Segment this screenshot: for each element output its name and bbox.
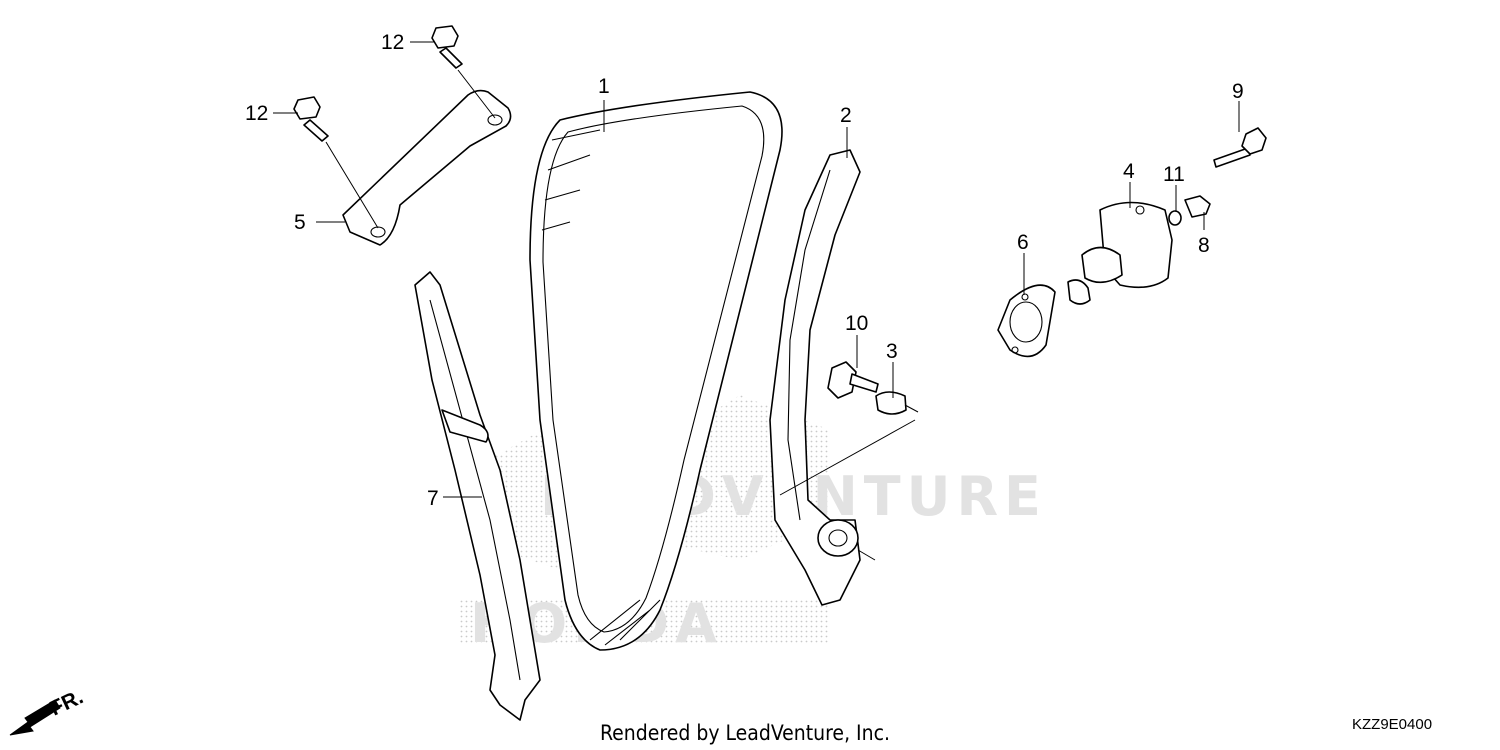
part-3-collar[interactable]	[875, 391, 919, 415]
part-8-bolt[interactable]	[1184, 195, 1211, 218]
part-12-bolt-upper[interactable]	[431, 25, 496, 119]
fr-label: FR.	[46, 685, 86, 720]
callout-12-lower[interactable]: 12	[245, 102, 268, 125]
part-1-cam-chain[interactable]	[529, 91, 783, 651]
part-10-bolt[interactable]	[827, 361, 879, 399]
callout-10[interactable]: 10	[845, 312, 868, 335]
part-2-tensioner-guide[interactable]	[769, 149, 916, 606]
part-6-gasket[interactable]	[997, 284, 1056, 358]
arrow-icon	[9, 699, 61, 736]
render-credit: Rendered by LeadVenture, Inc.	[600, 721, 890, 745]
callout-8[interactable]: 8	[1198, 234, 1210, 257]
part-9-bolt[interactable]	[1213, 127, 1267, 168]
part-12-bolt-lower[interactable]	[293, 96, 379, 229]
callout-3[interactable]: 3	[886, 340, 898, 363]
callout-12-upper[interactable]: 12	[381, 31, 404, 54]
callout-labels: 1 2 3 4 5 6 7 8 9 10 11 12 12	[245, 31, 1244, 510]
callout-2[interactable]: 2	[840, 104, 852, 127]
leader-lines	[273, 41, 1240, 498]
part-7-chain-guide[interactable]	[414, 271, 541, 721]
front-direction-arrow: FR.	[9, 685, 87, 736]
callout-6[interactable]: 6	[1017, 231, 1029, 254]
callout-11[interactable]: 11	[1163, 163, 1185, 186]
callout-4[interactable]: 4	[1123, 160, 1135, 183]
part-4-tensioner-lifter[interactable]	[1067, 201, 1173, 305]
part-5-plate[interactable]	[342, 89, 512, 246]
diagram-code: KZZ9E0400	[1352, 716, 1432, 733]
callout-1[interactable]: 1	[598, 75, 610, 98]
part-11-washer[interactable]	[1168, 210, 1182, 226]
callout-5[interactable]: 5	[294, 211, 306, 234]
callout-9[interactable]: 9	[1232, 80, 1244, 103]
callout-7[interactable]: 7	[427, 487, 439, 510]
